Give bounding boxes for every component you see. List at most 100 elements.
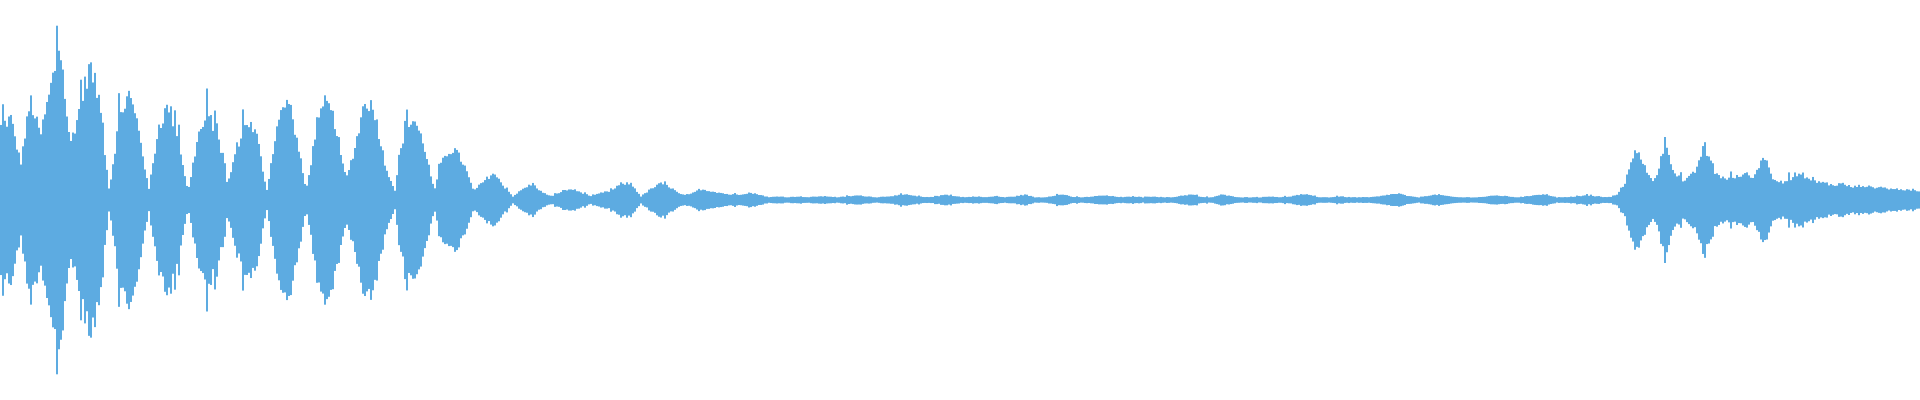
waveform-column — [2, 104, 4, 296]
waveform-column — [1620, 187, 1622, 213]
waveform-column — [1848, 185, 1850, 215]
waveform-column — [1046, 197, 1048, 203]
waveform-column — [392, 185, 394, 215]
waveform-column — [1622, 186, 1624, 214]
waveform-column — [1586, 194, 1588, 206]
waveform-column — [1406, 196, 1408, 204]
waveform-column — [450, 154, 452, 246]
waveform-column — [1102, 195, 1104, 205]
waveform-column — [494, 174, 496, 226]
waveform-column — [976, 196, 978, 204]
waveform-column — [384, 165, 386, 235]
waveform-column — [1814, 180, 1816, 220]
waveform-column — [1698, 160, 1700, 240]
waveform-column — [362, 106, 364, 294]
waveform-column — [56, 25, 58, 375]
waveform-column — [1900, 189, 1902, 211]
waveform-column — [30, 95, 32, 305]
waveform-column — [1148, 196, 1150, 204]
waveform-column — [1762, 157, 1764, 243]
waveform-column — [914, 195, 916, 205]
waveform-column — [130, 98, 132, 302]
waveform-column — [796, 196, 798, 204]
waveform-column — [400, 148, 402, 252]
waveform-column — [218, 139, 220, 261]
waveform-column — [1472, 197, 1474, 203]
waveform-column — [1014, 196, 1016, 204]
waveform-column — [1684, 180, 1686, 220]
waveform-column — [544, 193, 546, 207]
waveform-column — [912, 195, 914, 205]
waveform-column — [876, 197, 878, 203]
waveform-column — [756, 194, 758, 206]
waveform-column — [260, 156, 262, 244]
waveform-column — [1174, 196, 1176, 204]
waveform-column — [870, 196, 872, 204]
waveform-column — [236, 142, 238, 258]
waveform-column — [698, 188, 700, 212]
waveform-column — [476, 187, 478, 213]
waveform-column — [1744, 173, 1746, 227]
waveform-column — [530, 185, 532, 215]
waveform-column — [504, 188, 506, 212]
waveform-column — [1648, 175, 1650, 225]
waveform-column — [1792, 177, 1794, 223]
waveform-column — [1776, 181, 1778, 219]
waveform-column — [670, 188, 672, 212]
waveform-column — [1818, 181, 1820, 219]
waveform-column — [1378, 196, 1380, 204]
waveform-column — [40, 134, 42, 266]
waveform-column — [152, 163, 154, 237]
waveform-column — [1050, 196, 1052, 204]
waveform-column — [618, 185, 620, 215]
waveform-column — [238, 146, 240, 254]
waveform-column — [1002, 197, 1004, 203]
waveform-column — [518, 191, 520, 209]
waveform-column — [346, 175, 348, 225]
waveform-column — [1626, 174, 1628, 226]
waveform-column — [1800, 174, 1802, 226]
waveform-column — [1664, 137, 1666, 263]
waveform-column — [680, 194, 682, 206]
waveform-column — [280, 110, 282, 290]
waveform-column — [172, 126, 174, 274]
waveform-column — [466, 171, 468, 229]
waveform-column — [784, 197, 786, 203]
waveform-column — [1488, 196, 1490, 204]
waveform-column — [1764, 159, 1766, 241]
waveform-column — [948, 195, 950, 205]
waveform-column — [1508, 196, 1510, 204]
waveform-column — [1250, 197, 1252, 203]
waveform-column — [1656, 175, 1658, 225]
waveform-column — [1000, 196, 1002, 204]
waveform-column — [1236, 197, 1238, 203]
waveform-column — [1810, 180, 1812, 220]
waveform-column — [196, 142, 198, 258]
waveform-column — [1916, 191, 1918, 209]
waveform-column — [48, 94, 50, 306]
waveform-column — [192, 162, 194, 238]
waveform-column — [396, 175, 398, 225]
waveform-column — [6, 126, 8, 274]
waveform-column — [1646, 172, 1648, 228]
waveform-column — [1020, 194, 1022, 206]
waveform-column — [1676, 176, 1678, 224]
waveform-column — [1892, 189, 1894, 211]
waveform-column — [284, 107, 286, 293]
waveform-column — [1672, 169, 1674, 231]
waveform-column — [18, 152, 20, 248]
waveform-column — [672, 188, 674, 212]
waveform-column — [930, 196, 932, 204]
waveform-column — [1518, 197, 1520, 203]
waveform-column — [440, 162, 442, 238]
waveform-column — [728, 194, 730, 206]
waveform-column — [1640, 159, 1642, 241]
waveform-column — [1680, 172, 1682, 228]
waveform-column — [208, 116, 210, 284]
waveform-column — [1590, 194, 1592, 206]
waveform-column — [750, 192, 752, 208]
waveform-column — [276, 126, 278, 274]
waveform-column — [464, 165, 466, 235]
waveform-column — [468, 177, 470, 223]
waveform-column — [1650, 178, 1652, 222]
